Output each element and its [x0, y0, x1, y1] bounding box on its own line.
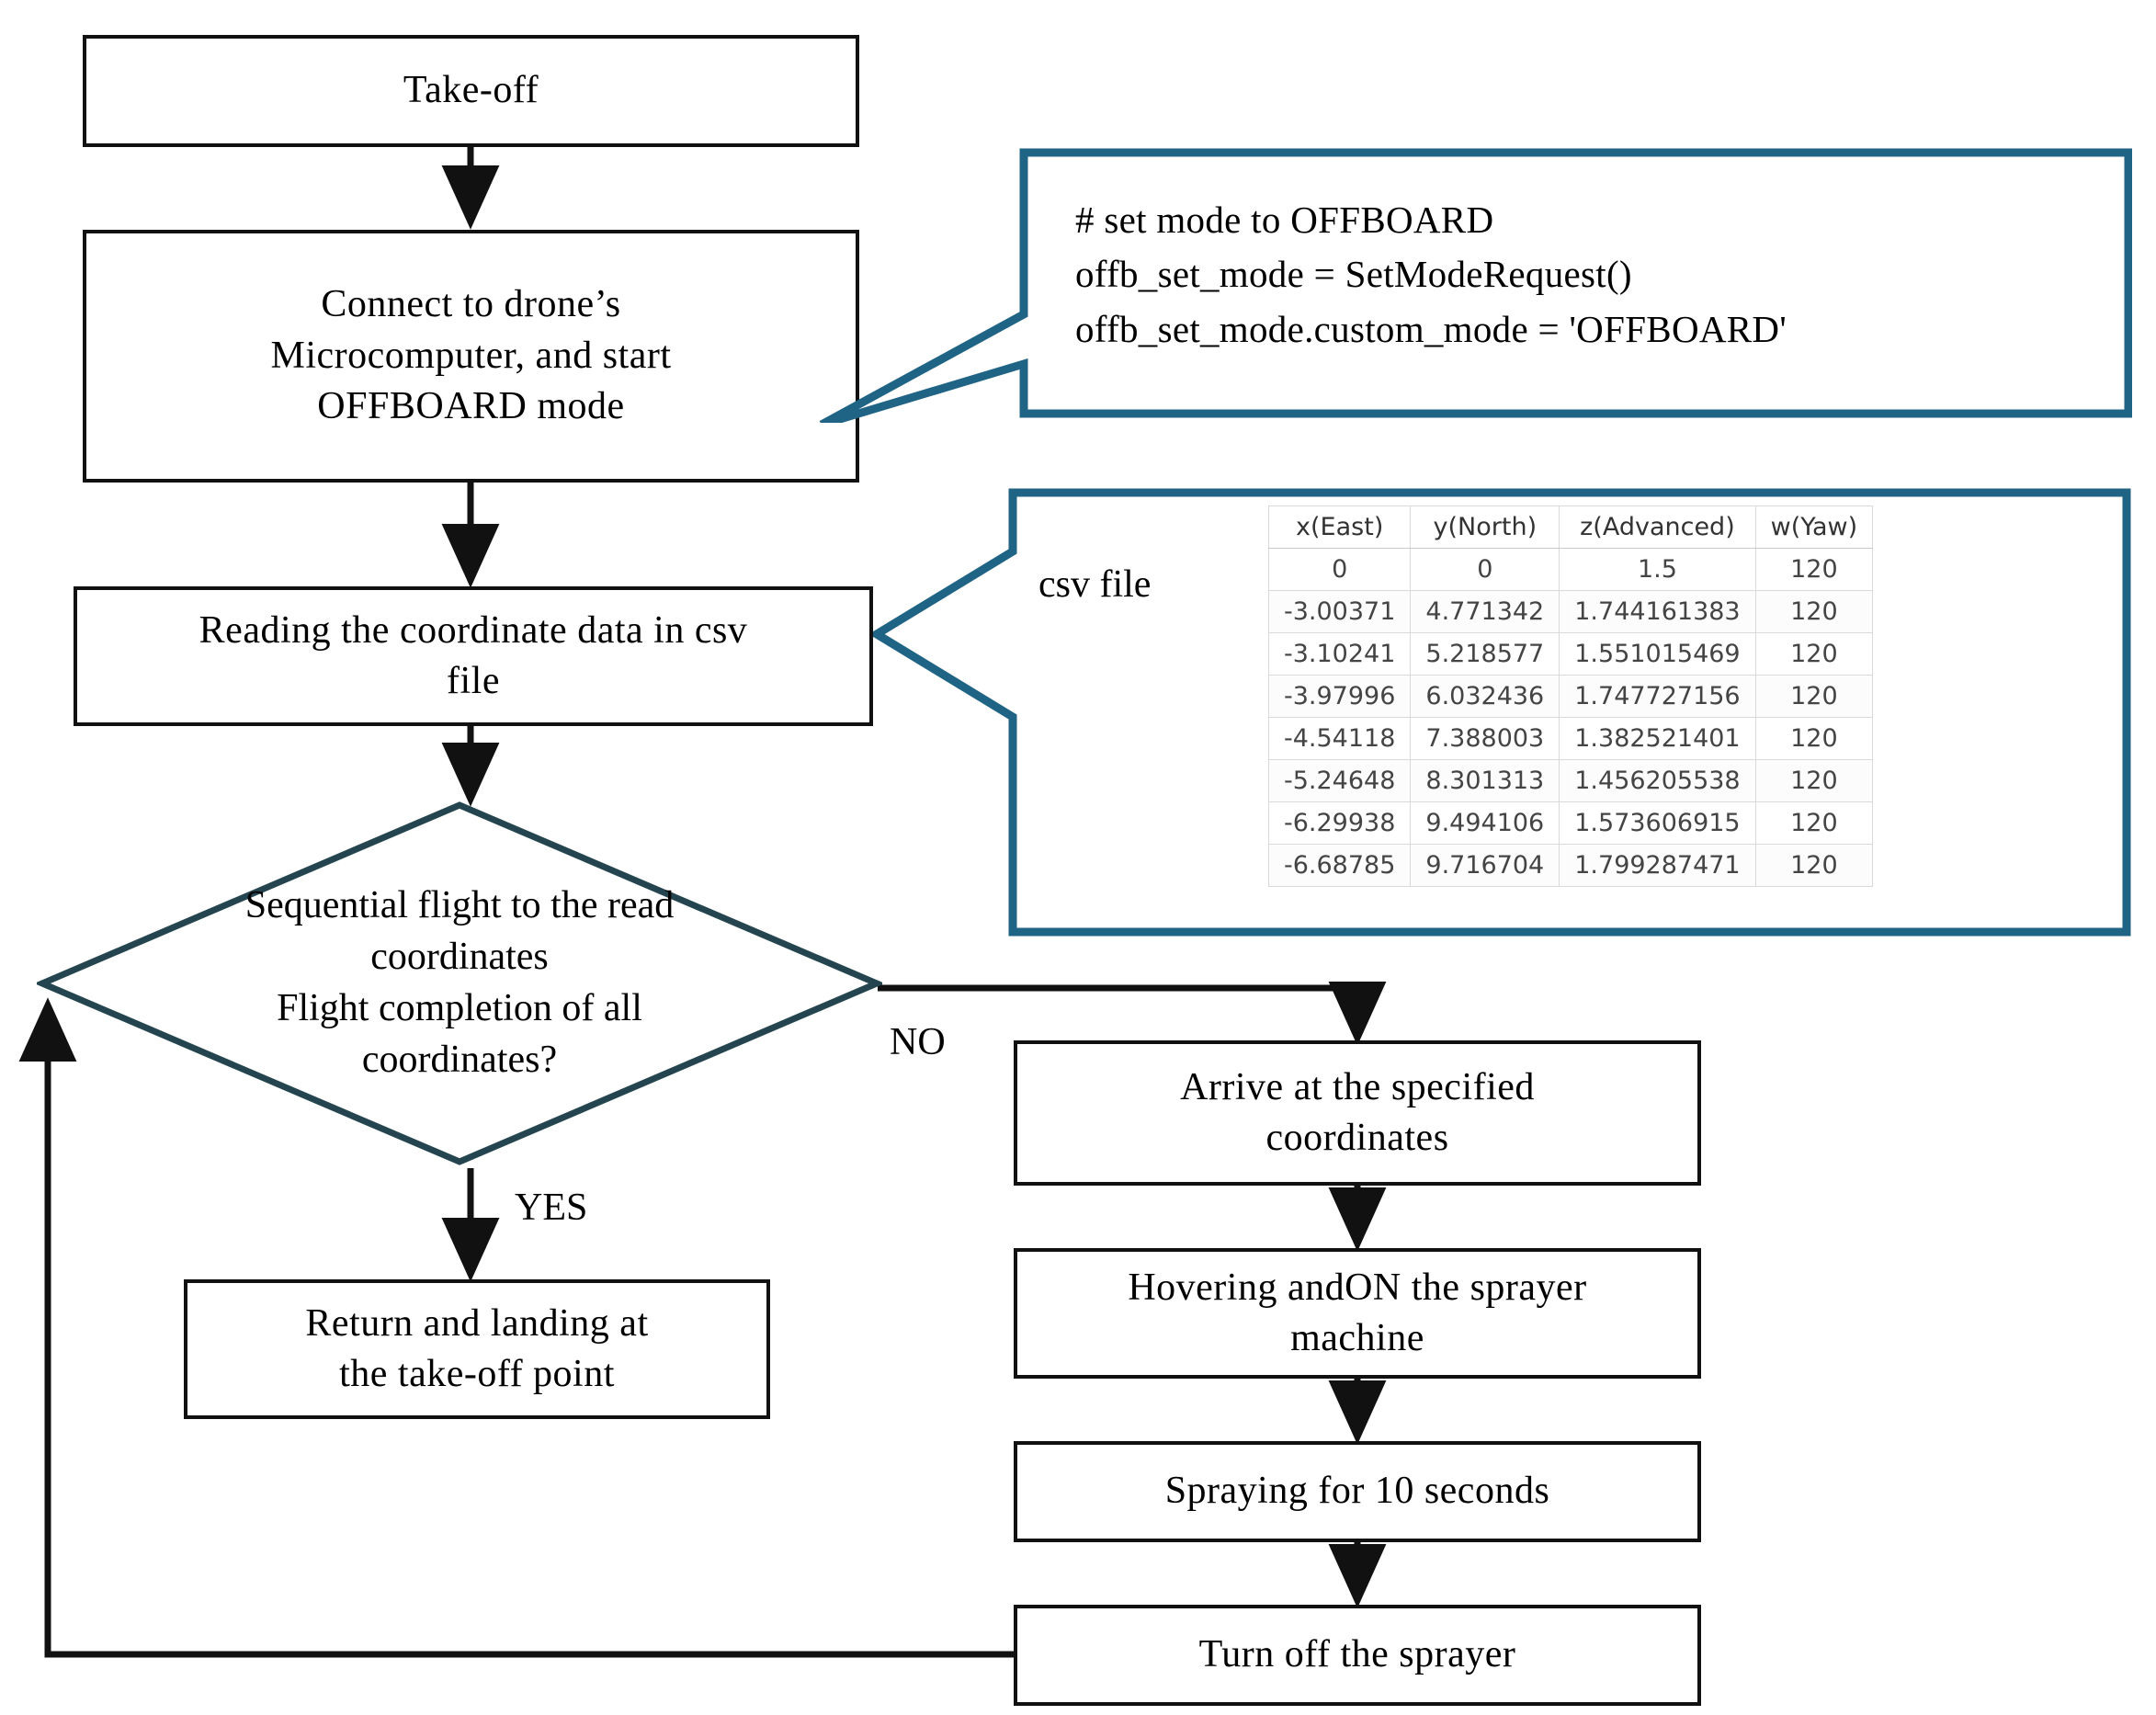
csv-table-header-row: x(East) y(North) z(Advanced) w(Yaw): [1267, 505, 1874, 549]
csv-cell: -3.00371: [1267, 590, 1412, 633]
node-decision-label: Sequential flight to the read coordinate…: [244, 884, 675, 1081]
callout-offboard-code: # set mode to OFFBOARD offb_set_mode = S…: [818, 147, 2132, 423]
csv-cell: 1.799287471: [1559, 844, 1756, 887]
csv-cell: 120: [1754, 717, 1874, 760]
node-arrive-coordinates[interactable]: Arrive at the specified coordinates: [1014, 1040, 1701, 1186]
csv-cell: 8.301313: [1410, 759, 1560, 802]
node-hovering-sprayer-on-label: Hovering andON the sprayer machine: [1128, 1266, 1587, 1359]
node-spraying-10s[interactable]: Spraying for 10 seconds: [1014, 1441, 1701, 1542]
csv-col-w: w(Yaw): [1754, 505, 1874, 549]
csv-cell: 120: [1754, 801, 1874, 845]
csv-cell: 1.551015469: [1559, 632, 1756, 676]
node-reading-csv-label: Reading the coordinate data in csv file: [199, 608, 748, 702]
callout-csv-file: csv file x(East) y(North) z(Advanced) w(…: [873, 487, 2132, 937]
csv-cell: 120: [1754, 632, 1874, 676]
csv-cell: 120: [1754, 759, 1874, 802]
node-return-landing[interactable]: Return and landing at the take-off point: [184, 1279, 770, 1419]
csv-cell: 120: [1754, 548, 1874, 591]
callout-csv-label: csv file: [1038, 562, 1151, 607]
csv-cell: -4.54118: [1267, 717, 1412, 760]
node-take-off-label: Take-off: [403, 69, 539, 112]
csv-cell: 120: [1754, 844, 1874, 887]
csv-col-x: x(East): [1267, 505, 1412, 549]
decision-diamond-shape: [37, 801, 882, 1165]
csv-cell: -6.29938: [1267, 801, 1412, 845]
csv-cell: 6.032436: [1410, 675, 1560, 718]
edge-label-yes: YES: [515, 1186, 587, 1230]
edge-label-yes-text: YES: [515, 1187, 588, 1229]
csv-cell: -6.68785: [1267, 844, 1412, 887]
csv-cell: -3.10241: [1267, 632, 1412, 676]
node-connect-offboard[interactable]: Connect to drone’s Microcomputer, and st…: [83, 230, 859, 483]
csv-cell: 1.382521401: [1559, 717, 1756, 760]
node-decision-flight-complete[interactable]: Sequential flight to the read coordinate…: [37, 800, 882, 1167]
csv-cell: 9.716704: [1410, 844, 1560, 887]
csv-cell: 1.5: [1559, 548, 1756, 591]
node-turn-off-sprayer[interactable]: Turn off the sprayer: [1014, 1605, 1701, 1706]
node-return-landing-label: Return and landing at the take-off point: [305, 1301, 649, 1395]
csv-cell: -5.24648: [1267, 759, 1412, 802]
csv-cell: 1.747727156: [1559, 675, 1756, 718]
node-turn-off-sprayer-label: Turn off the sprayer: [1198, 1633, 1516, 1676]
node-reading-csv[interactable]: Reading the coordinate data in csv file: [74, 586, 873, 726]
csv-col-z: z(Advanced): [1559, 505, 1756, 549]
csv-cell: 5.218577: [1410, 632, 1560, 676]
csv-cell: 0: [1267, 548, 1412, 591]
node-hovering-sprayer-on[interactable]: Hovering andON the sprayer machine: [1014, 1248, 1701, 1379]
callout-csv-label-text: csv file: [1038, 563, 1152, 606]
csv-col-y: y(North): [1410, 505, 1560, 549]
node-connect-offboard-label: Connect to drone’s Microcomputer, and st…: [270, 283, 672, 428]
csv-cell: 7.388003: [1410, 717, 1560, 760]
csv-cell: 120: [1754, 675, 1874, 718]
node-arrive-coordinates-label: Arrive at the specified coordinates: [1180, 1065, 1535, 1159]
callout-code-shape: [819, 148, 2132, 423]
edge-label-no-text: NO: [890, 1021, 946, 1063]
node-take-off[interactable]: Take-off: [83, 35, 859, 147]
csv-cell: 1.573606915: [1559, 801, 1756, 845]
csv-cell: 1.744161383: [1559, 590, 1756, 633]
csv-cell: 9.494106: [1410, 801, 1560, 845]
csv-cell: 4.771342: [1410, 590, 1560, 633]
csv-cell: 1.456205538: [1559, 759, 1756, 802]
csv-cell: 0: [1410, 548, 1560, 591]
node-spraying-10s-label: Spraying for 10 seconds: [1164, 1470, 1550, 1513]
csv-cell: 120: [1754, 590, 1874, 633]
csv-cell: -3.97996: [1267, 675, 1412, 718]
callout-code-text: # set mode to OFFBOARD offb_set_mode = S…: [1075, 199, 1787, 350]
edge-label-no: NO: [890, 1020, 946, 1064]
